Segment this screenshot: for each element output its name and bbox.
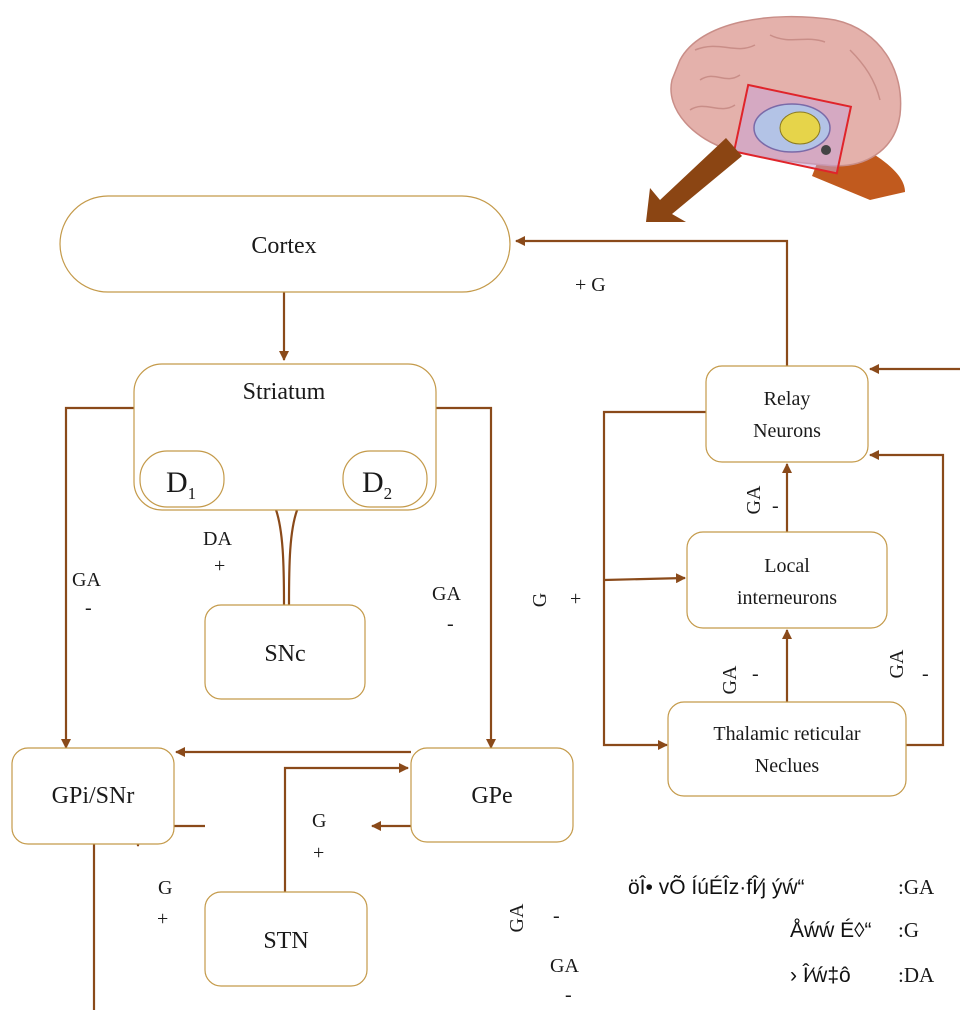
d2-subscript: 2 [384,484,393,503]
big-arrow [646,138,742,222]
node-gpi-snr: GPi/SNr [11,747,175,845]
basal-ganglia-highlight [732,83,853,175]
label-trn-relay-sign: - [922,663,929,685]
node-thalamic-reticular: Thalamic reticular Neclues [667,701,907,797]
label-gpe-stn-sign1: - [553,905,560,927]
svg-text:D2: D2 [362,466,392,503]
snc-label: SNc [264,641,305,667]
label-local-relay-sign: - [772,495,779,517]
d1-subscript: 1 [188,484,197,503]
label-snc-da: DA [203,528,232,550]
label-local-relay-ga: GA [743,485,765,514]
gpi-snr-label: GPi/SNr [52,783,135,809]
legend-g-value: :G [898,918,919,942]
edge-trn-relay [869,450,945,747]
striatum-label: Striatum [243,379,326,405]
label-snc-plus: + [214,555,225,577]
relay-label-1: Relay [764,388,811,410]
label-str-gpe-sign: - [447,613,454,635]
node-snc: SNc [204,604,366,700]
cortex-label: Cortex [251,233,316,259]
gpe-label: GPe [471,783,512,809]
label-str-gpi-sign: - [85,597,92,619]
label-gpe-stn-ga2: GA [550,955,579,977]
label-trn-relay-ga: GA [886,649,908,678]
trn-label-2: Neclues [755,755,820,777]
d2-label: D [362,466,384,499]
stn-label: STN [263,928,308,954]
legend-ga-prefix: öÎ• vÕ ÍúÉÎz·fÎ⁄j ýẃ“ [628,875,805,899]
node-relay-neurons: Relay Neurons [705,365,869,463]
label-stn-gpi-sign: + [157,908,168,930]
label-thal-input-sign: + [570,588,581,610]
d1-label: D [166,466,188,499]
trn-label-1: Thalamic reticular [713,723,860,745]
legend-da-value: :DA [898,963,935,987]
label-trn-local-sign: - [752,663,759,685]
label-str-gpi-ga: GA [72,569,101,591]
label-thal-input-g: G [529,593,551,607]
legend-item-ga: öÎ• vÕ ÍúÉÎz·fÎ⁄j ýẃ“ :GA [628,875,935,899]
edge-input-local [603,573,686,584]
edge-striatum-gpe [436,406,496,749]
label-trn-local-ga: GA [719,665,741,694]
node-striatum: Striatum D1 D2 [133,363,437,511]
relay-label-2: Neurons [753,420,821,442]
d1-receptor: D1 [139,450,225,508]
edge-relay-thal-input [602,410,706,750]
local-label-2: interneurons [737,587,837,609]
legend-item-g: Åẃẃ É◊“ :G [790,918,919,942]
legend-da-prefix: › Î⁄ẃ‡ô [790,964,851,987]
local-label-1: Local [764,555,810,577]
node-cortex: Cortex [59,195,511,293]
node-gpe: GPe [410,747,574,843]
edge-stn-gpe [283,763,409,892]
node-stn: STN [204,891,368,987]
label-gpe-stn-sign2: - [565,984,572,1006]
label-stn-gpe-sign: + [313,842,324,864]
label-stn-gpi-g: G [158,877,172,899]
label-thal-cortex: + G [575,274,606,296]
legend-g-prefix: Åẃẃ É◊“ [790,919,872,942]
label-str-gpe-ga: GA [432,583,461,605]
legend-ga-value: :GA [898,875,935,899]
edge-relay-cortex [515,236,789,366]
legend-item-da: › Î⁄ẃ‡ô :DA [790,963,935,987]
d2-receptor: D2 [342,450,428,508]
label-gpe-stn-ga1: GA [506,903,528,932]
edge-striatum-gpi [61,406,134,749]
edge-labels: + G DA + GA - GA - G + G + GA - GA - G +… [72,274,929,1006]
brain-illustration [646,15,905,222]
svg-text:D1: D1 [166,466,196,503]
legend: öÎ• vÕ ÍúÉÎz·fÎ⁄j ýẃ“ :GA Åẃẃ É◊“ :G › Î… [628,875,935,987]
label-stn-gpe-g: G [312,810,326,832]
node-local-interneurons: Local interneurons [686,531,888,629]
